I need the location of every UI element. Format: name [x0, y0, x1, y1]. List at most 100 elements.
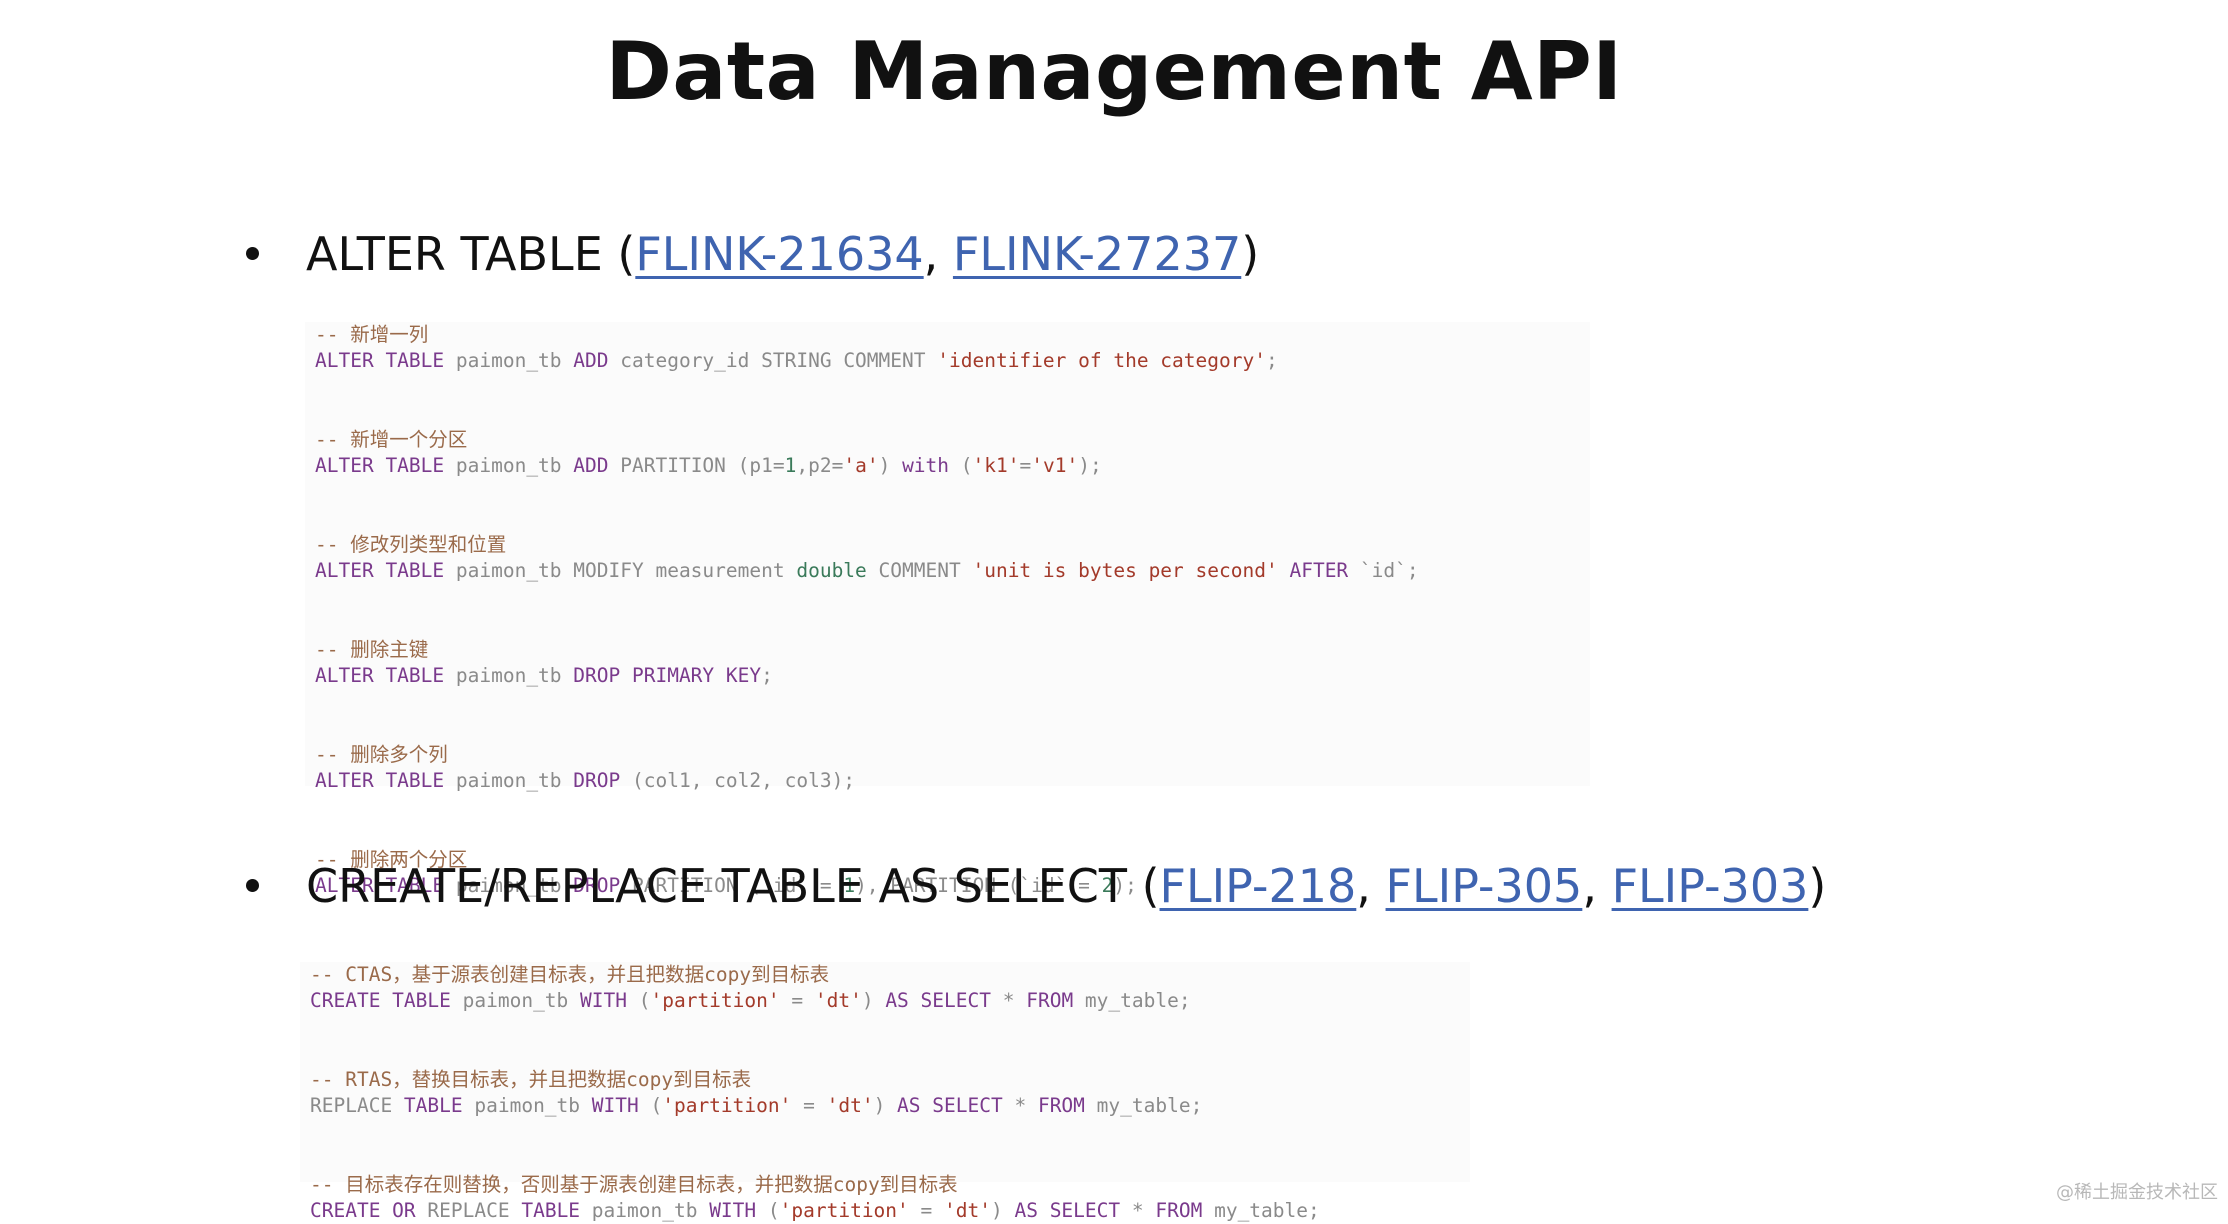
code-statement-line: ALTER TABLE paimon_tb ADD category_id ST… — [315, 348, 1590, 374]
code-token: ALTER TABLE — [315, 559, 445, 582]
code-token: paimon_tb — [444, 454, 574, 477]
code-token: AS SELECT — [885, 989, 991, 1012]
code-token: ( — [638, 1094, 663, 1117]
separator: , — [1582, 859, 1612, 913]
bullet-text: CREATE/REPLACE TABLE AS SELECT (FLIP-218… — [306, 856, 1826, 916]
code-token: `id`; — [1348, 559, 1419, 582]
code-comment-line: -- 修改列类型和位置 — [315, 532, 1590, 558]
code-token: DROP — [573, 769, 621, 792]
code-token: ( — [949, 454, 973, 477]
code-token: ADD — [573, 349, 609, 372]
code-gap — [310, 1014, 1470, 1067]
code-token: ALTER TABLE — [315, 664, 445, 687]
code-token: WITH — [591, 1094, 639, 1117]
code-token: ) — [873, 1094, 898, 1117]
code-token: paimon_tb — [580, 1199, 710, 1222]
code-token: paimon_tb — [444, 664, 574, 687]
code-token: 'k1' — [972, 454, 1020, 477]
code-token: -- 删除多个列 — [315, 743, 448, 766]
code-token: WITH — [709, 1199, 757, 1222]
code-token: my_table; — [1084, 1094, 1203, 1117]
code-token: ALTER TABLE — [315, 454, 445, 477]
code-token: paimon_tb — [444, 874, 574, 897]
code-token: FROM — [1026, 989, 1074, 1012]
bullet-dot — [246, 879, 259, 892]
code-token: COMMENT — [866, 559, 973, 582]
watermark: @稀土掘金技术社区 — [2056, 1182, 2218, 1203]
code-token: = — [1019, 454, 1032, 477]
code-token: = — [779, 989, 815, 1012]
code-token: REPLACE — [415, 1199, 522, 1222]
code-token: FROM — [1037, 1094, 1085, 1117]
link-flink-27237[interactable]: FLINK-27237 — [952, 227, 1242, 281]
code-token: 'unit is bytes per second' — [972, 559, 1278, 582]
code-token: CREATE TABLE — [310, 989, 451, 1012]
bullet-dot — [246, 247, 259, 260]
bullet-prefix: ALTER TABLE ( — [306, 227, 636, 281]
code-token: 'v1' — [1031, 454, 1079, 477]
code-token: 'partition' — [650, 989, 780, 1012]
code-token: paimon_tb — [462, 1094, 592, 1117]
bullet-prefix: CREATE/REPLACE TABLE AS SELECT ( — [306, 859, 1160, 913]
code-statement-line: ALTER TABLE paimon_tb MODIFY measurement… — [315, 558, 1590, 584]
link-flip-218[interactable]: FLIP-218 — [1159, 859, 1357, 913]
code-token: = — [791, 1094, 827, 1117]
code-comment-line: -- 新增一列 — [315, 322, 1590, 348]
code-token: -- RTAS，替换目标表，并且把数据copy到目标表 — [310, 1068, 752, 1091]
code-token: -- CTAS，基于源表创建目标表，并且把数据copy到目标表 — [310, 963, 830, 986]
code-token: (col1, col2, col3); — [620, 769, 856, 792]
code-statement-line: ALTER TABLE paimon_tb ADD PARTITION (p1=… — [315, 453, 1590, 479]
code-token: ); — [1113, 874, 1137, 897]
code-token: PARTITION (p1= — [608, 454, 785, 477]
code-token: paimon_tb MODIFY measurement — [444, 559, 797, 582]
code-token: ; — [761, 664, 773, 687]
link-flip-305[interactable]: FLIP-305 — [1385, 859, 1583, 913]
code-token: 'a' — [843, 454, 879, 477]
code-comment-line: -- CTAS，基于源表创建目标表，并且把数据copy到目标表 — [310, 962, 1470, 988]
link-flink-21634[interactable]: FLINK-21634 — [635, 227, 924, 281]
code-token: AFTER — [1289, 559, 1349, 582]
code-token: ALTER TABLE — [315, 769, 445, 792]
code-gap — [315, 479, 1590, 532]
code-token: = — [908, 1199, 945, 1222]
code-token: ALTER TABLE — [315, 349, 445, 372]
code-statement-line: ALTER TABLE paimon_tb DROP (col1, col2, … — [315, 768, 1590, 794]
page-title: Data Management API — [605, 25, 1623, 118]
code-token: FROM — [1155, 1199, 1203, 1222]
code-token: my_table; — [1202, 1199, 1320, 1222]
code-token: 'dt' — [826, 1094, 874, 1117]
code-gap — [315, 584, 1590, 637]
bullet-alter-table: ALTER TABLE (FLINK-21634, FLINK-27237) — [246, 224, 1346, 284]
code-gap — [315, 689, 1590, 742]
code-statement-line: ALTER TABLE paimon_tb DROP PARTITION (`i… — [315, 873, 1590, 899]
code-token: * — [1002, 1094, 1038, 1117]
code-token: paimon_tb — [444, 349, 574, 372]
code-token: ); — [1078, 454, 1102, 477]
code-token: ALTER TABLE — [315, 874, 445, 897]
code-token: AS SELECT — [897, 1094, 1003, 1117]
separator: , — [923, 227, 953, 281]
code-token: CREATE OR — [310, 1199, 416, 1222]
code-statement-line: ALTER TABLE paimon_tb DROP PRIMARY KEY; — [315, 663, 1590, 689]
code-gap — [310, 1119, 1470, 1172]
code-comment-line: -- RTAS，替换目标表，并且把数据copy到目标表 — [310, 1067, 1470, 1093]
code-token: 1 — [784, 454, 797, 477]
code-token: category_id STRING COMMENT — [608, 349, 938, 372]
link-flip-303[interactable]: FLIP-303 — [1611, 859, 1809, 913]
code-token: DROP — [573, 874, 621, 897]
code-comment-line: -- 删除多个列 — [315, 742, 1590, 768]
code-token: paimon_tb — [450, 989, 581, 1012]
bullet-text: ALTER TABLE (FLINK-21634, FLINK-27237) — [306, 224, 1259, 284]
code-token: DROP PRIMARY KEY — [573, 664, 762, 687]
code-statement-line: CREATE TABLE paimon_tb WITH ('partition'… — [310, 988, 1470, 1014]
code-token: * — [990, 989, 1027, 1012]
code-token: TABLE — [403, 1094, 463, 1117]
code-token: 1 — [843, 874, 856, 897]
code-token: 'partition' — [779, 1199, 909, 1222]
code-token: -- 删除主键 — [315, 638, 429, 661]
code-token: double — [796, 559, 867, 582]
code-token: my_table; — [1073, 989, 1191, 1012]
code-token: 2 — [1101, 874, 1114, 897]
